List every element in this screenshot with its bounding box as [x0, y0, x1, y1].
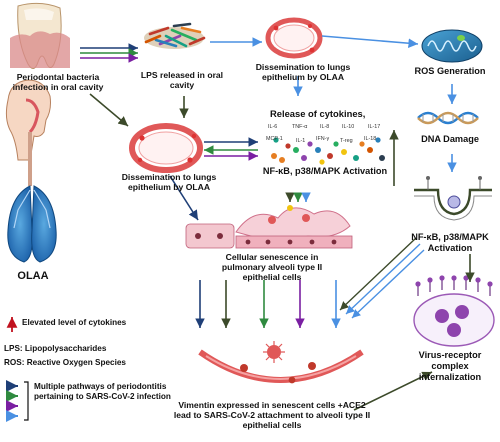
- label-dissem-left: Dissemination to lungs epithelium by OLA…: [121, 172, 217, 193]
- label-nfkb-right: NF-κB, p38/MAPK Activation: [411, 232, 489, 253]
- receptor-cell-icon: [414, 176, 492, 221]
- legend-bracket: [24, 381, 29, 421]
- label-periodontal: Periodontal bacteria infection in oral c…: [12, 72, 104, 93]
- cytokine-label: MCP-1: [266, 136, 283, 142]
- arrow-vimentin-to-virus: [353, 371, 433, 411]
- arrows: [80, 35, 475, 411]
- label-dissem-top: Dissemination to lungs epithelium by OLA…: [255, 62, 351, 83]
- lps-bacteria-icon: [144, 22, 206, 49]
- cytokine-label: IL-17: [368, 124, 381, 130]
- cytokine-label: IL-8: [320, 124, 330, 130]
- alveolus-left-icon: [129, 123, 203, 173]
- dna-helix-icon: [417, 111, 479, 125]
- infected-alveolus-icon: [198, 341, 364, 384]
- cytokine-cluster: [271, 137, 385, 165]
- head-and-lungs-icon: [5, 79, 57, 263]
- arrow-left-lung-to-cells: [169, 175, 199, 221]
- cytokine-label: T-reg: [340, 138, 353, 144]
- arrow-receptor-to-alveolus-2: [345, 243, 421, 315]
- label-virus-receptor: Virus-receptor complex internalization: [418, 350, 482, 382]
- mitochondrion-icon: [421, 29, 483, 63]
- label-olaa: OLAA: [17, 270, 49, 282]
- cytokine-label: IFN-γ: [316, 136, 330, 142]
- legend-elevated: Elevated level of cytokines: [22, 318, 127, 327]
- label-nfkb-center: NF-κB, p38/MAPK Activation: [262, 166, 388, 176]
- arrow-infection-to-left-lung: [89, 93, 129, 127]
- label-vimentin: Vimentin expressed in senescent cells +A…: [173, 400, 371, 431]
- legend-pathways: Multiple pathways of periodontitis perta…: [34, 382, 171, 401]
- senescent-cells-icon: [185, 205, 353, 249]
- legend-ros-def: ROS: Reactive Oxygen Species: [4, 358, 126, 367]
- label-ros-generation: ROS Generation: [414, 66, 486, 76]
- arrow-receptor-to-alveolus-1: [339, 237, 417, 311]
- legend-graphics: [6, 317, 29, 422]
- label-release-cytokines: Release of cytokines,: [270, 108, 366, 119]
- tooth-icon: [10, 2, 70, 69]
- cytokine-label: IL-18: [364, 136, 377, 142]
- virus-complex-icon: [413, 275, 495, 347]
- legend-lps-def: LPS: Lipopolysaccharides: [4, 344, 107, 353]
- alveolus-top-icon: [265, 17, 323, 59]
- arrow-receptor-to-alveolus-3: [351, 249, 425, 319]
- cytokine-label: IL-6: [268, 124, 278, 130]
- cytokine-label: TNF-α: [292, 124, 308, 130]
- arrow-top-lung-to-ros: [321, 35, 419, 48]
- label-dna-damage: DNA Damage: [421, 134, 479, 144]
- cytokine-label: IL-1: [296, 138, 306, 144]
- label-lps-released: LPS released in oral cavity: [140, 70, 224, 91]
- label-cellular-senescence: Cellular senescence in pulmonary alveoli…: [221, 252, 323, 283]
- cytokine-label: IL-10: [342, 124, 355, 130]
